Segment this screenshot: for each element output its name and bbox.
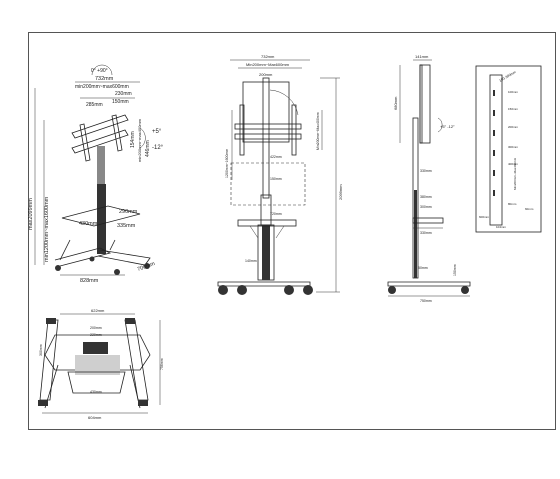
label-plate-vesa: Min200mm~Max400mm — [513, 157, 517, 190]
label-height-range: min1200mm~max1600mm — [44, 196, 50, 262]
label-h446: 446mm — [145, 140, 151, 157]
drawing-border — [28, 32, 556, 430]
label-base-width: 828mm — [80, 278, 99, 284]
label-side-h50: 50mm — [418, 266, 428, 270]
label-front-top-w: 732mm — [261, 54, 275, 59]
label-front-h720: 720mm — [270, 212, 282, 216]
label-top-left: 300mm — [39, 344, 43, 356]
label-total-height: max2099mm — [28, 198, 34, 230]
label-front-right: Min200mm~Max400mm — [316, 112, 320, 150]
label-plate-d3: 200mm — [508, 125, 519, 129]
label-tilt-up: +5° — [152, 129, 162, 135]
label-side-w141: 141mm — [415, 54, 429, 59]
label-base-depth: 700mm — [137, 261, 157, 273]
label-plate-d5: 400mm — [508, 162, 519, 166]
label-plate-d4: 300mm — [508, 145, 519, 149]
label-top-bottom: 604mm — [88, 415, 102, 420]
label-h154: 154mm — [130, 131, 136, 148]
label-side-tilt: +5° -12° — [440, 124, 455, 129]
label-vert-range: min200mm~max400mm — [137, 118, 142, 162]
label-side-w330: 330mm — [420, 231, 432, 235]
label-tilt-down: -12° — [152, 145, 164, 151]
label-top-w622: 622mm — [91, 308, 105, 313]
label-plate-w1: 80mm — [508, 202, 517, 206]
label-plate-bottom-left: 600mm — [479, 215, 490, 219]
view-plate: 100-300mm 100mm 150mm 200mm 300mm 400mm … — [475, 65, 542, 233]
label-tray-depth: 290mm — [119, 209, 138, 215]
view-front: 732mm Min200mm~Max600mm 200mm Min200mm~M… — [217, 54, 343, 295]
label-w230: 230mm — [115, 91, 132, 97]
label-front-h140: 140mm — [245, 259, 257, 263]
label-plate-bottom: 104mm — [496, 225, 507, 229]
view-isometric: 0° +90° 732mm min200mm~max600mm 230mm 28… — [28, 64, 164, 284]
label-top-right: 756mm — [160, 358, 164, 370]
label-front-inner: 200mm — [259, 72, 273, 77]
label-side-h680: 680mm — [393, 96, 398, 110]
view-side: 141mm 680mm +5° -12° 330mm 380mm 300mm 3… — [387, 54, 471, 303]
label-side-h330: 330mm — [420, 169, 432, 173]
label-side-w750: 750mm — [420, 299, 432, 303]
label-tray-width: 430mm — [79, 221, 98, 227]
label-plate-top: 100-300mm — [499, 70, 517, 83]
label-top-w200: 200mm — [90, 326, 102, 330]
label-plate-d1: 100mm — [508, 90, 519, 94]
label-w285: 285mm — [86, 102, 103, 108]
label-front-vesa: Min200mm~Max600mm — [246, 62, 290, 67]
label-front-left: 1200mm~1600mm — [225, 149, 229, 178]
label-plate-d2: 150mm — [508, 107, 519, 111]
label-side-h380: 380mm — [420, 195, 432, 199]
label-tilt-top: 0° +90° — [91, 68, 108, 74]
view-top: 622mm 200mm 220mm 430mm 300mm 756mm 604m… — [38, 308, 164, 420]
label-top-mid: 430mm — [90, 390, 102, 394]
label-side-h150: 150mm — [453, 264, 457, 276]
label-tray-d335: 335mm — [117, 223, 136, 229]
label-vesa-range: min200mm~max600mm — [75, 84, 129, 90]
label-plate-side: 60mm — [525, 207, 534, 211]
label-front-h422: 422mm — [270, 155, 282, 159]
label-side-h300: 300mm — [420, 205, 432, 209]
label-front-h150: 150mm — [270, 177, 282, 181]
label-w150: 150mm — [112, 99, 129, 105]
label-width-total: 732mm — [95, 76, 114, 82]
label-front-total: 2099mm — [338, 184, 343, 200]
